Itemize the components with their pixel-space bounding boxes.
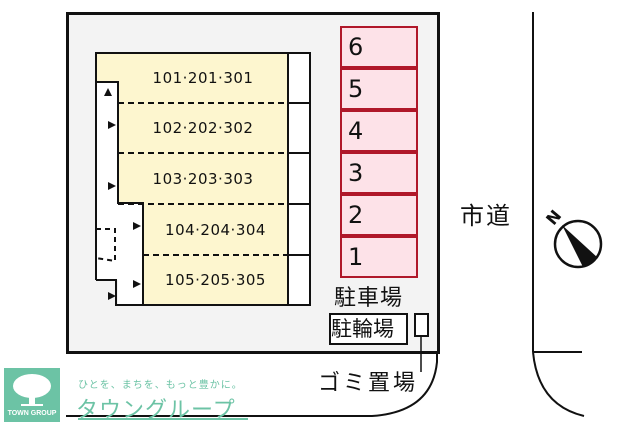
unit-label: 101·201·301 bbox=[152, 69, 254, 87]
compass-icon bbox=[553, 219, 603, 269]
parking-space-2: 2 bbox=[340, 194, 418, 236]
unit-label: 103·203·303 bbox=[152, 169, 254, 188]
parking-number: 1 bbox=[348, 243, 364, 271]
parking-label: 駐車場 bbox=[334, 286, 404, 311]
parking-space-4: 4 bbox=[340, 110, 418, 152]
unit-block-4: 104·204·304 bbox=[143, 204, 288, 255]
parking-number: 3 bbox=[348, 159, 364, 187]
unit-label: 102·202·302 bbox=[152, 119, 254, 137]
road-label: 市道 bbox=[460, 202, 512, 230]
parking-space-6: 6 bbox=[340, 26, 418, 68]
garbage-station-label: ゴミ置場 bbox=[318, 371, 419, 396]
bicycle-parking-label: 駐輪場 bbox=[329, 313, 408, 345]
unit-label: 105·205·305 bbox=[165, 271, 266, 289]
brand-logo-text: TOWN GROUP bbox=[7, 410, 57, 417]
tree-icon bbox=[13, 374, 51, 406]
parking-space-3: 3 bbox=[340, 152, 418, 194]
parking-number: 4 bbox=[348, 117, 364, 145]
parking-number: 6 bbox=[348, 33, 364, 61]
parking-number: 2 bbox=[348, 201, 364, 229]
brand-tagline: ひとを、まちを、もっと豊かに。 bbox=[78, 380, 243, 391]
parking-number: 5 bbox=[348, 75, 364, 103]
parking-space-5: 5 bbox=[340, 68, 418, 110]
brand-underline bbox=[78, 418, 248, 420]
parking-space-1: 1 bbox=[340, 236, 418, 278]
unit-label: 104·204·304 bbox=[165, 220, 266, 239]
unit-block-3: 103·203·303 bbox=[118, 153, 288, 204]
unit-block-2: 102·202·302 bbox=[118, 103, 288, 153]
unit-block-5: 105·205·305 bbox=[143, 255, 288, 305]
unit-block-1: 101·201·301 bbox=[118, 53, 288, 103]
brand-logo: TOWN GROUP bbox=[4, 368, 60, 422]
